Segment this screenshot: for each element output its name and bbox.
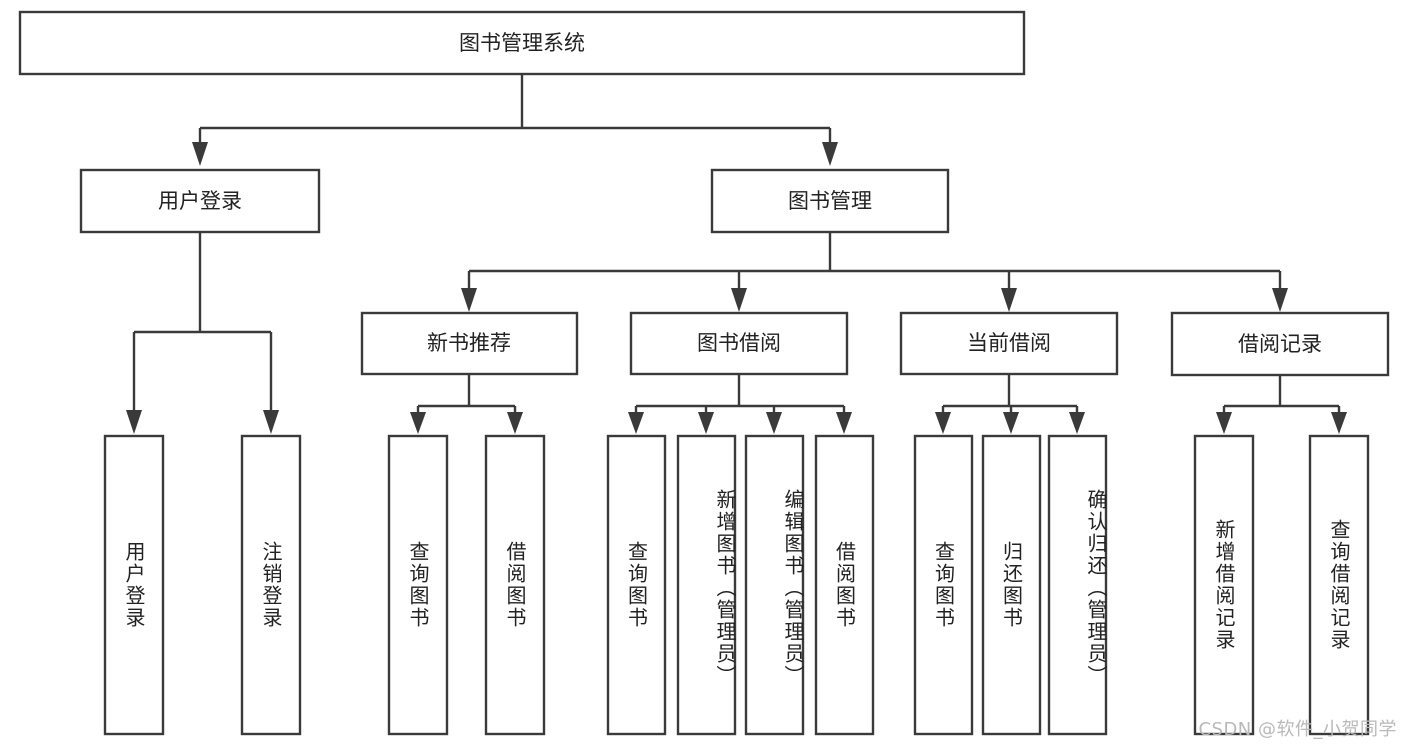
connector-group-book-borrow xyxy=(628,374,852,434)
connector-group-root xyxy=(192,74,838,166)
node-book-borrow-label: 图书借阅 xyxy=(697,331,781,355)
node-book-manage-box[interactable] xyxy=(710,168,950,234)
connector-group-book-manage xyxy=(461,232,1288,312)
node-root[interactable]: 图书管理系统 xyxy=(18,10,1026,76)
arrow-head-leaf-borrow-book-2 xyxy=(836,412,852,434)
arrow-head-leaf-borrow-book-1 xyxy=(507,412,523,434)
arrow-head-current-borrow xyxy=(1001,288,1017,312)
arrow-head-leaf-add-record xyxy=(1216,412,1232,434)
arrow-head-book-borrow xyxy=(731,288,747,312)
leaf-box-query-book-3[interactable] xyxy=(913,434,974,736)
arrow-head-book-manage xyxy=(822,142,838,166)
node-book-manage[interactable]: 图书管理 xyxy=(710,168,950,234)
node-borrow-record-label: 借阅记录 xyxy=(1238,332,1322,356)
arrow-head-leaf-query-book-2 xyxy=(628,412,644,434)
arrow-head-leaf-edit-book xyxy=(766,412,782,434)
arrow-head-leaf-user-login xyxy=(126,410,142,434)
csdn-watermark: CSDN @软件_小贺同学 xyxy=(1198,719,1397,740)
node-root-label: 图书管理系统 xyxy=(459,31,585,55)
node-current-borrow-label: 当前借阅 xyxy=(967,331,1051,355)
node-current-borrow[interactable]: 当前借阅 xyxy=(899,311,1119,376)
leaf-box-add-book[interactable] xyxy=(676,434,737,736)
node-new-book-recommend[interactable]: 新书推荐 xyxy=(360,311,579,376)
arrow-head-leaf-user-logout xyxy=(263,410,279,434)
leaf-box-borrow-book-1[interactable] xyxy=(484,434,546,736)
leaf-box-confirm-return[interactable] xyxy=(1047,434,1108,736)
node-book-borrow[interactable]: 图书借阅 xyxy=(629,311,849,376)
leaf-boxes xyxy=(103,434,1370,736)
arrow-head-new-book-recommend xyxy=(461,288,477,312)
leaf-box-query-book-1[interactable] xyxy=(387,434,449,736)
node-borrow-record[interactable]: 借阅记录 xyxy=(1170,311,1390,377)
arrow-head-leaf-confirm-return xyxy=(1069,412,1085,434)
leaf-box-borrow-book-2[interactable] xyxy=(814,434,875,736)
leaf-box-user-logout[interactable] xyxy=(240,434,302,736)
leaf-box-add-record[interactable] xyxy=(1193,434,1255,736)
node-book-borrow-box[interactable] xyxy=(629,311,849,376)
node-new-book-recommend-label: 新书推荐 xyxy=(427,331,511,355)
connector-group-borrow-record xyxy=(1216,375,1347,434)
arrow-head-leaf-query-book-1 xyxy=(410,412,426,434)
arrow-head-leaf-return-book xyxy=(1003,412,1019,434)
node-root-box[interactable] xyxy=(18,10,1026,76)
connector-group-user-login xyxy=(126,232,279,434)
node-user-login[interactable]: 用户登录 xyxy=(79,168,321,234)
arrow-head-borrow-record xyxy=(1272,288,1288,312)
node-user-login-box[interactable] xyxy=(79,168,321,234)
arrow-head-leaf-query-book-3 xyxy=(935,412,951,434)
arrow-head-leaf-query-record xyxy=(1331,412,1347,434)
leaf-box-query-record[interactable] xyxy=(1308,434,1370,736)
connector-group-current-borrow xyxy=(935,374,1085,434)
connector-group-new-book-recommend xyxy=(410,374,523,434)
leaf-box-edit-book[interactable] xyxy=(744,434,805,736)
node-user-login-label: 用户登录 xyxy=(158,189,242,213)
node-current-borrow-box[interactable] xyxy=(899,311,1119,376)
node-book-manage-label: 图书管理 xyxy=(788,189,872,213)
node-new-book-recommend-box[interactable] xyxy=(360,311,579,376)
leaf-box-query-book-2[interactable] xyxy=(606,434,667,736)
node-borrow-record-box[interactable] xyxy=(1170,311,1390,377)
leaf-box-user-login[interactable] xyxy=(103,434,165,736)
arrow-head-leaf-add-book xyxy=(698,412,714,434)
leaf-box-return-book[interactable] xyxy=(981,434,1042,736)
arrow-head-user-login xyxy=(192,142,208,166)
